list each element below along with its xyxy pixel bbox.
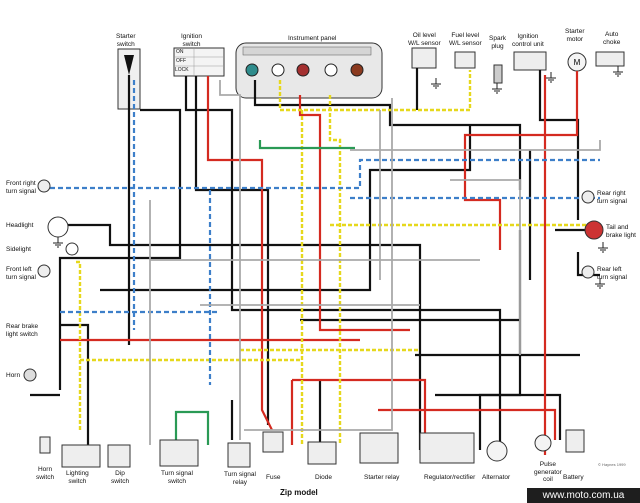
red-wires (60, 71, 579, 455)
label-horn-switch: Horn switch (36, 466, 55, 481)
label-rear-right-turn: Rear right turn signal (597, 190, 627, 205)
label-starter-relay: Starter relay (364, 474, 400, 481)
label-ignition-control: Ignition control unit (512, 33, 544, 48)
rear-right-turn-bulb-icon (581, 190, 595, 204)
ignition-position-on: ON (176, 49, 184, 55)
horn-icon (23, 368, 37, 382)
label-horn-left: Horn (6, 372, 21, 379)
diagram-title: Zip model (280, 488, 318, 497)
watermark[interactable]: www.moto.com.ua (527, 488, 640, 503)
label-ignition-switch: Ignition switch (181, 33, 202, 48)
label-front-right-turn: Front right turn signal (6, 180, 36, 195)
label-turn-signal-relay: Turn signal relay (224, 471, 256, 486)
label-diode: Diode (315, 474, 332, 481)
label-starter-switch: Starter switch (116, 33, 136, 48)
label-battery: Battery (563, 474, 584, 481)
label-rear-left-turn: Rear left turn signal (597, 266, 627, 281)
rear-left-turn-bulb-icon (581, 265, 595, 279)
green-wires (174, 140, 355, 445)
ignition-control-unit-icon (513, 51, 547, 71)
fuse-icon (262, 431, 284, 453)
pulse-generator-coil-icon (534, 434, 552, 452)
auto-choke-icon (595, 51, 625, 67)
fuel-level-sensor-icon (454, 51, 476, 69)
regulator-rectifier-icon (419, 432, 475, 464)
svg-text:M: M (574, 58, 581, 67)
label-starter-motor: Starter motor (565, 28, 585, 43)
lighting-switch-icon (61, 444, 101, 468)
label-auto-choke: Auto choke (603, 31, 621, 46)
ignition-position-lock: LOCK (175, 67, 189, 73)
label-headlight: Headlight (6, 222, 34, 229)
label-regulator: Regulator/rectifier (424, 474, 476, 481)
battery-icon (565, 429, 585, 453)
label-dip-switch: Dip switch (111, 470, 130, 485)
label-lighting-switch: Lighting switch (66, 470, 89, 485)
label-tail-brake: Tail and brake light (606, 224, 636, 239)
grey-wires (149, 80, 601, 445)
label-fuse: Fuse (266, 474, 281, 481)
front-right-turn-bulb-icon (37, 179, 51, 193)
horn-switch-icon (39, 436, 51, 454)
warning-lamp-icon (245, 63, 364, 77)
alternator-icon (486, 440, 508, 462)
ground-icon (53, 66, 623, 289)
label-alternator: Alternator (482, 474, 511, 481)
oil-level-sensor-icon (411, 47, 437, 69)
black-wires (30, 68, 600, 450)
spark-plug-icon (493, 64, 503, 84)
label-sidelight: Sidelight (6, 246, 31, 253)
label-turn-signal-switch: Turn signal switch (161, 470, 193, 485)
turn-signal-switch-icon (159, 439, 199, 467)
label-fuel-level: Fuel level W/L sensor (449, 32, 482, 47)
label-oil-level: Oil level W/L sensor (408, 32, 441, 47)
ignition-switch-icon (173, 47, 225, 77)
starter-relay-icon (359, 432, 399, 464)
diode-icon (307, 441, 337, 465)
ignition-position-off: OFF (176, 58, 186, 64)
label-front-left-turn: Front left turn signal (6, 266, 36, 281)
label-spark-plug: Spark plug (489, 35, 506, 50)
yellow-wires (76, 70, 590, 445)
sidelight-icon (65, 242, 79, 256)
label-instrument-panel: Instrument panel (288, 35, 337, 42)
copyright-note: © Haynes 1999 (598, 462, 626, 467)
headlight-icon (47, 216, 69, 238)
label-pulse-coil: Pulse generator coil (534, 461, 562, 483)
label-rear-brake-switch: Rear brake light switch (6, 323, 39, 338)
instrument-panel (235, 42, 383, 99)
front-left-turn-bulb-icon (37, 264, 51, 278)
starter-motor-icon: M (567, 52, 587, 72)
dip-switch-icon (107, 444, 131, 468)
tail-brake-light-icon (584, 220, 604, 240)
turn-signal-relay-icon (227, 442, 251, 468)
